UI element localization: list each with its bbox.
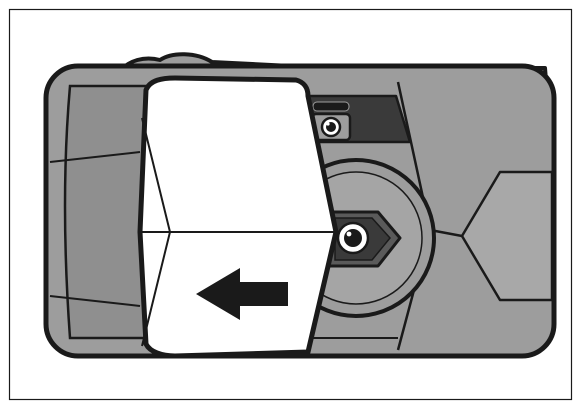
grip-line-top	[49, 151, 141, 163]
figure-frame	[8, 8, 573, 401]
grip-icon	[63, 84, 152, 340]
grip-line-bottom	[49, 295, 141, 307]
sensor-slot	[312, 101, 350, 112]
right-grip	[460, 170, 554, 302]
arrow-left-icon	[196, 268, 288, 320]
lens-icon	[326, 210, 402, 268]
lens-cover-icon	[137, 75, 339, 359]
